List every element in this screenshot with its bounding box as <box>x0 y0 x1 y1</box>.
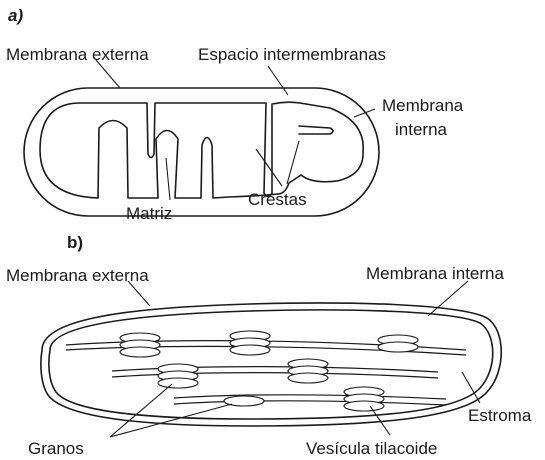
label-b-grana: Granos <box>28 439 84 458</box>
label-b-stroma: Estroma <box>468 406 532 425</box>
label-b-outer-membrane: Membrana externa <box>6 266 149 285</box>
granum-3 <box>378 335 418 352</box>
mito-inner-membrane <box>40 102 363 198</box>
panel-a: a) Membrana externa Espacio intermembran… <box>6 6 464 223</box>
leader-a-crest-1 <box>256 149 282 186</box>
label-b-thylakoid-vesicle: Vesícula tilacoide <box>306 439 437 458</box>
label-a-matrix: Matriz <box>126 204 172 223</box>
panel-b: b) <box>6 233 532 458</box>
label-a-inner-membrane-2: interna <box>395 120 448 139</box>
label-a-intermembrane-space: Espacio intermembranas <box>198 45 386 64</box>
granum-2 <box>230 331 270 355</box>
leader-a-matrix <box>166 158 170 200</box>
label-a-outer-membrane: Membrana externa <box>6 45 149 64</box>
mito-crista-right <box>299 126 333 134</box>
label-b-inner-membrane: Membrana interna <box>366 264 505 283</box>
panel-a-tag: a) <box>8 6 23 25</box>
granum-4 <box>288 359 328 383</box>
granum-5 <box>158 364 198 388</box>
label-a-inner-membrane-1: Membrana <box>382 96 464 115</box>
chloro-inner-membrane <box>49 310 493 419</box>
leader-a-intermembrane <box>268 66 288 95</box>
panel-b-tag: b) <box>67 233 83 252</box>
leader-a-outer <box>96 60 120 88</box>
label-a-cristae: Crestas <box>248 190 307 209</box>
granum-1 <box>120 333 160 357</box>
granum-7 <box>344 387 384 411</box>
